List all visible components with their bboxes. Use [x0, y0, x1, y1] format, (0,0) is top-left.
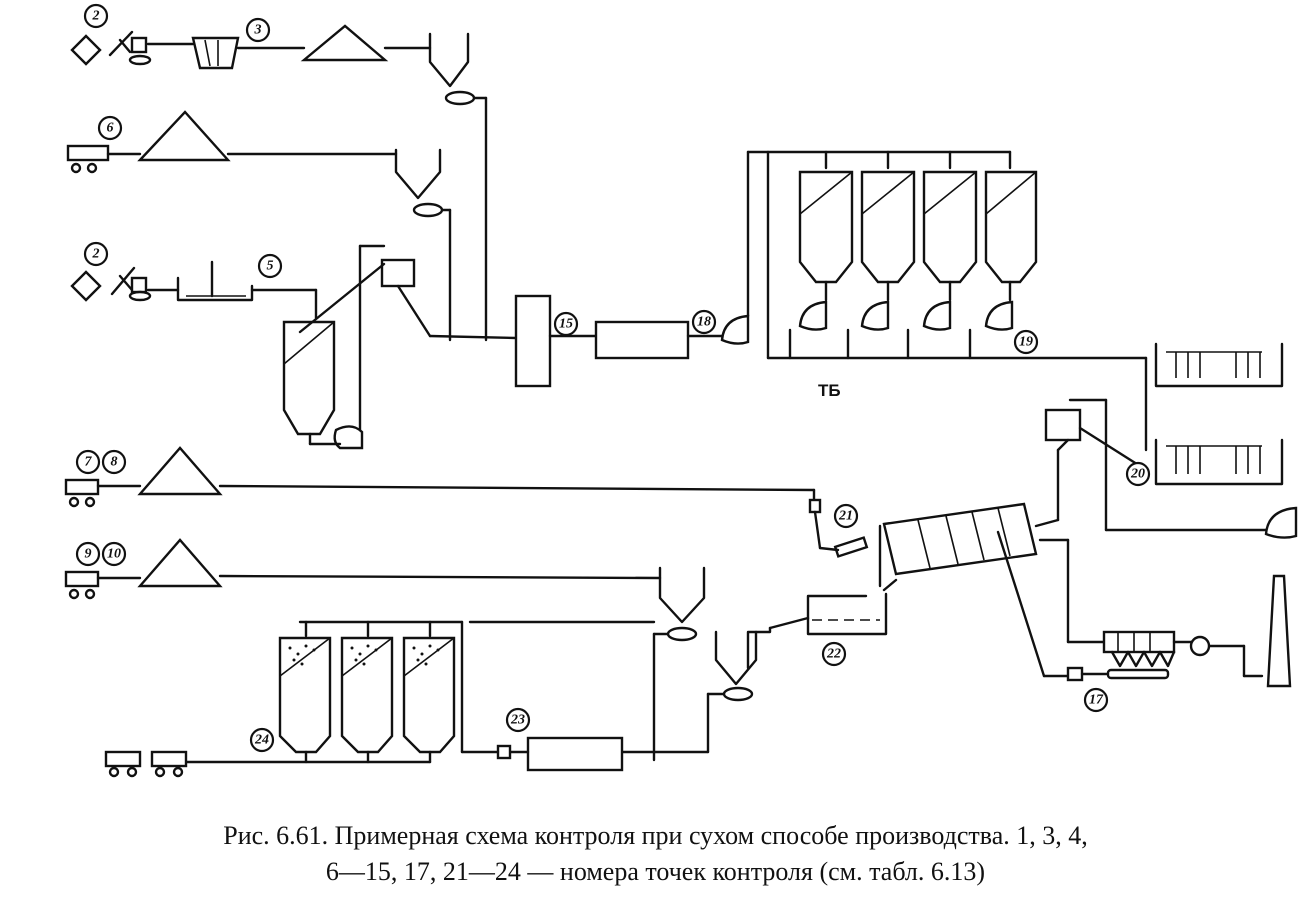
control-point: 17	[1083, 687, 1109, 713]
storage-pile	[137, 538, 223, 588]
crusher	[130, 276, 148, 294]
raw-material-line-3	[70, 244, 518, 450]
storage-pile	[137, 446, 223, 496]
fuel-line	[64, 446, 869, 558]
control-point: 23	[505, 707, 531, 733]
cement-section	[104, 620, 772, 778]
caption-line-2: 6—15, 17, 21—24 — номера точек контроля …	[325, 857, 986, 886]
dust-collection	[1102, 574, 1292, 688]
additive-line	[64, 538, 706, 762]
svg-text:3: 3	[254, 23, 262, 38]
control-point: 2	[83, 241, 109, 267]
label-tb: ТБ	[818, 381, 841, 400]
wagon	[64, 570, 100, 588]
burner	[833, 536, 869, 558]
wagon	[150, 750, 188, 768]
control-point: 5	[257, 253, 283, 279]
chimney	[1266, 574, 1292, 688]
hopper	[714, 630, 758, 686]
wagon	[66, 144, 110, 162]
crusher	[130, 36, 148, 54]
sampler	[1066, 666, 1084, 682]
raw-material-line-2	[66, 110, 452, 342]
dust-separator	[594, 320, 690, 360]
svg-text:20: 20	[1130, 467, 1145, 482]
hopper	[658, 566, 706, 624]
wagon	[64, 478, 100, 496]
rotary-kiln	[768, 438, 1116, 682]
control-point: 9	[75, 541, 101, 567]
control-point: 2	[83, 3, 109, 29]
caption-line-1: Рис. 6.61. Примерная схема контроля при …	[223, 821, 1088, 850]
control-point: 20	[1125, 461, 1151, 487]
storage-pile	[300, 24, 389, 62]
fan	[1189, 635, 1211, 657]
svg-text:23: 23	[510, 713, 525, 728]
svg-text:7: 7	[85, 455, 93, 470]
figure-caption: Рис. 6.61. Примерная схема контроля при …	[0, 818, 1311, 890]
svg-text:24: 24	[254, 733, 269, 748]
cement-mill	[526, 736, 624, 772]
svg-text:9: 9	[85, 547, 92, 562]
svg-text:6: 6	[107, 121, 114, 136]
pump	[720, 314, 750, 345]
svg-text:8: 8	[111, 455, 118, 470]
feeder	[1044, 408, 1082, 442]
control-point: 7	[75, 449, 101, 475]
hopper	[394, 148, 442, 200]
svg-text:21: 21	[838, 509, 853, 524]
control-point: 19	[1013, 329, 1039, 355]
process-flow-diagram: ТБ	[64, 3, 1298, 778]
control-point: 22	[821, 641, 847, 667]
mill	[191, 36, 240, 70]
control-point: 10	[101, 541, 127, 567]
kiln-body	[882, 502, 1038, 576]
svg-text:15: 15	[559, 317, 573, 332]
electrofilter	[1102, 630, 1176, 654]
raw-mill	[514, 294, 552, 388]
homogenizing-silos: ТБ	[766, 150, 1148, 400]
slurry-tanks	[1044, 342, 1298, 539]
control-point: 24	[249, 727, 275, 753]
hopper	[428, 32, 470, 88]
raw-material-symbol	[70, 270, 102, 302]
silo	[282, 320, 336, 436]
svg-text:22: 22	[826, 647, 841, 662]
dryer	[176, 276, 254, 302]
elevator-boot	[333, 425, 364, 450]
control-point: 6	[97, 115, 123, 141]
svg-text:18: 18	[697, 315, 711, 330]
wagon	[104, 750, 142, 768]
raw-mill-section	[514, 150, 1012, 388]
sampler	[496, 744, 512, 760]
svg-text:2: 2	[92, 9, 100, 24]
svg-text:5: 5	[267, 259, 274, 274]
control-point: 21	[833, 503, 859, 529]
control-point: 15	[553, 311, 579, 337]
feeder	[808, 498, 822, 514]
svg-text:2: 2	[92, 247, 100, 262]
svg-text:17: 17	[1089, 693, 1104, 708]
pump	[1264, 506, 1298, 539]
control-point: 8	[101, 449, 127, 475]
control-point: 3	[245, 17, 271, 43]
storage-pile	[137, 110, 231, 162]
separator	[380, 258, 416, 288]
raw-material-line-1	[70, 24, 488, 342]
raw-material-symbol	[70, 34, 102, 66]
control-point: 18	[691, 309, 717, 335]
svg-text:10: 10	[107, 547, 121, 562]
svg-text:19: 19	[1019, 335, 1033, 350]
